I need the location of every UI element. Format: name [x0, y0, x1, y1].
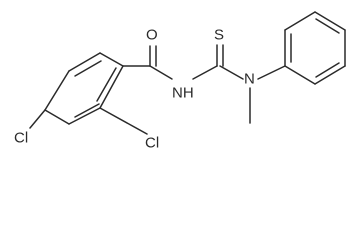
- bond: [219, 65, 244, 80]
- bond: [74, 103, 100, 118]
- bond: [284, 65, 316, 85]
- chlorine-ortho-atom-label: Cl: [145, 135, 159, 152]
- bond: [74, 60, 102, 77]
- bonds: [29, 11, 346, 135]
- bond: [315, 18, 340, 34]
- bond: [99, 65, 124, 109]
- bond: [68, 107, 101, 125]
- nitrogen-atom-label: N: [244, 71, 255, 88]
- nh-atom-label: NH: [172, 85, 194, 102]
- bond: [44, 109, 70, 125]
- bond: [192, 65, 218, 80]
- sulfur-atom-label: S: [214, 27, 224, 44]
- bond: [99, 107, 148, 135]
- bond: [29, 109, 46, 129]
- bond: [257, 65, 286, 80]
- bond: [314, 65, 346, 85]
- bond: [315, 62, 340, 78]
- bond: [96, 67, 117, 102]
- atom-labels: O NH S N Cl Cl: [14, 27, 255, 152]
- bond: [99, 52, 124, 67]
- bond: [68, 52, 101, 72]
- bond: [44, 70, 70, 111]
- bond: [284, 11, 316, 31]
- chlorine-para-atom-label: Cl: [14, 130, 28, 147]
- oxygen-atom-label: O: [146, 27, 158, 44]
- bond: [149, 65, 173, 80]
- chemical-structure: O NH S N Cl Cl: [14, 11, 346, 152]
- bond: [314, 11, 346, 31]
